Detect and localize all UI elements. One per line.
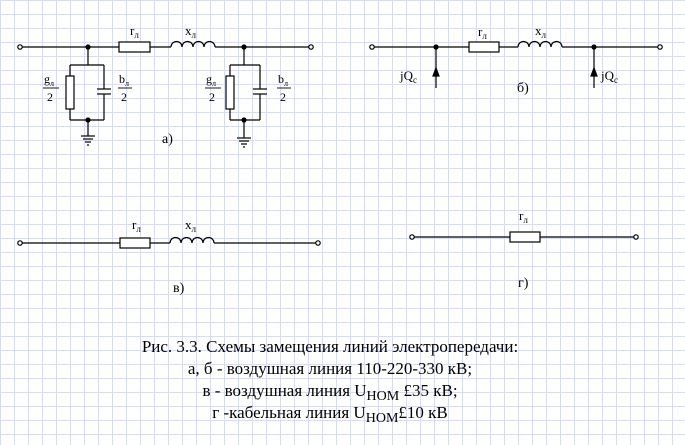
scheme-label-v: в) [173, 281, 185, 296]
ground-icon [237, 137, 251, 148]
scheme-label-a: а) [162, 132, 173, 147]
terminal-g-right [633, 234, 639, 240]
label-r-g: rл [519, 208, 528, 225]
terminal-b-left [369, 44, 375, 50]
label-x-v: xл [185, 217, 197, 234]
svg-text:2: 2 [47, 90, 53, 104]
terminal-b-right [657, 44, 663, 50]
terminal-a-right [308, 44, 314, 50]
terminal-g-left [409, 234, 415, 240]
svg-text:gл: gл [44, 72, 54, 88]
conductance-g-left [65, 75, 75, 110]
svg-text:gл: gл [206, 72, 216, 88]
fraction-g-left: gл 2 [43, 72, 59, 104]
svg-text:bл: bл [119, 72, 129, 88]
resistor-r-b [468, 41, 500, 53]
label-q-right: jQс [600, 68, 618, 85]
resistor-r-g [509, 231, 541, 243]
label-x-a: xл [185, 23, 197, 40]
caption-line-ab: а, б - воздушная линия 110-220-330 кВ; [187, 359, 473, 378]
terminal-v-right [315, 240, 321, 246]
inductor-x-b [517, 40, 563, 48]
fraction-g-right: gл 2 [205, 72, 221, 104]
inductor-x-v [169, 236, 215, 244]
ground-icon [81, 135, 95, 146]
caption-line-g: г -кабельная линия UНОМ£10 кВ [212, 403, 448, 426]
figure-caption: Рис. 3.3. Схемы замещения линий электроп… [120, 336, 540, 426]
caption-line-v: в - воздушная линия UНОМ £35 кВ; [202, 381, 458, 404]
arrow-up-icon [432, 66, 440, 77]
svg-text:2: 2 [280, 90, 286, 104]
label-q-left: jQс [399, 68, 417, 85]
label-x-b: xл [535, 23, 547, 40]
shunt-branch-a-left [65, 44, 111, 146]
label-r-a: rл [130, 23, 139, 40]
terminal-v-left [17, 240, 23, 246]
terminal-a-left [17, 44, 23, 50]
inductor-x-a [170, 40, 216, 48]
resistor-r-a [118, 41, 151, 53]
scheme-g [409, 231, 639, 243]
scheme-label-g: г) [518, 276, 529, 291]
resistor-r-v [119, 237, 151, 249]
svg-text:2: 2 [209, 90, 215, 104]
labels: rл xл gл 2 bл 2 gл 2 bл 2 а) rл xл jQс j… [43, 23, 618, 296]
scheme-label-b: б) [517, 81, 529, 96]
label-r-v: rл [132, 217, 141, 234]
shunt-branch-a-right [225, 44, 267, 148]
caption-title: Рис. 3.3. Схемы замещения линий электроп… [141, 337, 519, 356]
scheme-v [17, 236, 321, 249]
arrow-up-icon [590, 66, 598, 77]
svg-text:2: 2 [121, 90, 127, 104]
fraction-b-left: bл 2 [118, 72, 132, 104]
svg-text:bл: bл [278, 72, 288, 88]
conductance-g-right [225, 75, 235, 110]
scheme-b [369, 40, 663, 88]
label-r-b: rл [478, 24, 487, 41]
fraction-b-right: bл 2 [277, 72, 291, 104]
scheme-a [17, 40, 314, 148]
